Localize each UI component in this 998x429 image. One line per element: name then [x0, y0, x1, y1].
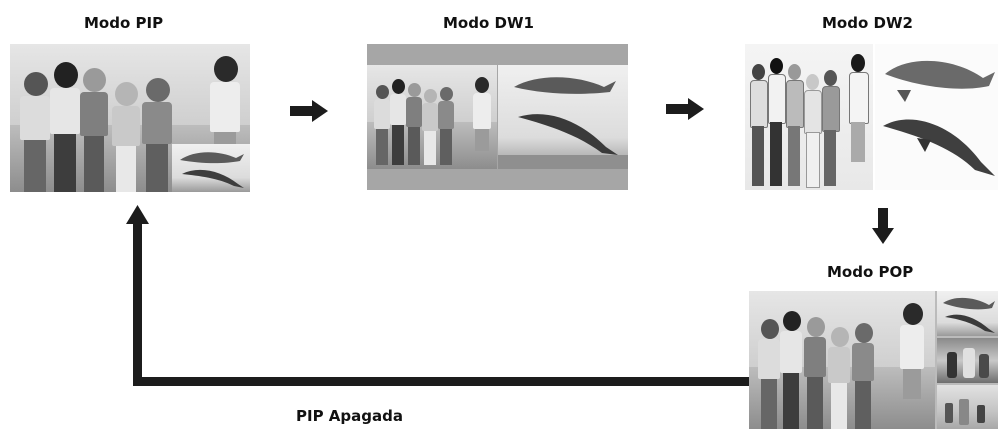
dw2-right-window: [875, 44, 998, 190]
return-path-vertical: [133, 222, 142, 386]
pop-sub-window-3: [937, 385, 998, 429]
pop-mode-title: Modo POP: [827, 263, 914, 281]
pip-inset-window: [172, 144, 250, 192]
arrow-up-icon: [126, 205, 149, 224]
pop-mode-image: [749, 291, 998, 429]
arrow-right-icon: [290, 100, 328, 122]
dw1-mode-title: Modo DW1: [443, 14, 534, 32]
dw2-mode-image: [745, 44, 998, 190]
return-path-horizontal: [133, 377, 749, 386]
dw1-mode-image: [367, 44, 628, 190]
pop-sub-window-1: [937, 291, 998, 336]
pip-off-label: PIP Apagada: [296, 407, 403, 425]
pip-mode-image: [10, 44, 250, 192]
children-photo: [14, 60, 184, 192]
dw1-left-window: [367, 65, 497, 169]
dw2-left-window: [745, 44, 873, 190]
arrow-right-icon: [666, 98, 704, 120]
pop-main-window: [749, 291, 935, 429]
dw1-right-window: [498, 65, 628, 169]
pip-mode-title: Modo PIP: [84, 14, 164, 32]
dw2-mode-title: Modo DW2: [822, 14, 913, 32]
arrow-down-icon: [872, 208, 894, 244]
pop-sub-window-2: [937, 338, 998, 383]
